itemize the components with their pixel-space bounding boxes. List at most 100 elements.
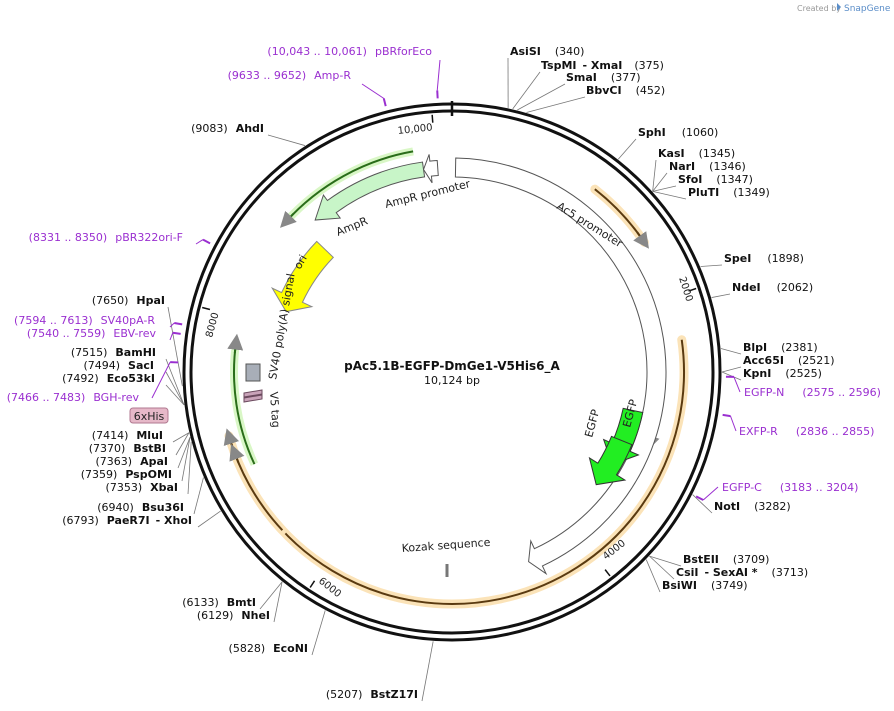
enzyme-leader-16 xyxy=(649,555,675,580)
tick-2000: 2000 xyxy=(676,276,694,304)
enzyme-nhei: (6129)NheI xyxy=(197,609,270,622)
enzymes-right: AsiSI(340) TspMI- XmaI(375) SmaI(377) Bb… xyxy=(510,45,835,592)
enzyme-tspmi: TspMI- XmaI(375) xyxy=(541,59,664,72)
enzyme-kpni: KpnI(2525) xyxy=(743,367,822,380)
enzyme-bsteii: BstEII(3709) xyxy=(683,553,769,566)
primer-bgh-rev: (7466 .. 7483)BGH-rev xyxy=(7,391,140,404)
primer-pbrforeco: (10,043 .. 10,061)pBRforEco xyxy=(267,45,432,58)
credit-brand: SnapGene xyxy=(844,4,891,14)
enzyme-bamhi: (7515)BamHI xyxy=(71,346,156,359)
enzyme-leader-4 xyxy=(617,138,637,160)
enzyme-leader-25 xyxy=(177,437,191,469)
enzyme-leader-15 xyxy=(649,555,682,567)
enzyme-leader-17 xyxy=(645,559,661,593)
enzyme-leader-12 xyxy=(721,366,742,373)
enzyme-leader-23 xyxy=(172,432,190,443)
primer-leader-6 xyxy=(733,376,741,393)
primer-leader-3 xyxy=(169,322,175,328)
enzyme-bstz17i: (5207)BstZ17I xyxy=(326,688,418,701)
enzyme-leader-10 xyxy=(711,293,731,298)
enzyme-leader-2 xyxy=(517,83,566,111)
enzyme-leader-19 xyxy=(167,306,183,387)
tick-mark-1 xyxy=(604,569,611,577)
primers-right: EGFP-N(2575 .. 2596) EXFP-R(2836 .. 2855… xyxy=(722,386,881,494)
enzyme-nari: NarI(1346) xyxy=(669,160,746,173)
ac5-promoter-arrow xyxy=(454,157,667,576)
enzyme-xbai: (7353)XbaI xyxy=(106,481,178,494)
enzyme-leader-3 xyxy=(526,96,586,113)
egfp-arrow-2 xyxy=(588,435,633,486)
enzyme-leader-14 xyxy=(692,494,713,514)
enzyme-leader-33 xyxy=(421,641,434,702)
ampr-promoter-arrow xyxy=(422,154,439,184)
enzyme-leader-30 xyxy=(259,581,283,610)
label-ori: ori xyxy=(291,253,309,272)
enzyme-leader-24 xyxy=(175,432,190,456)
enzyme-bmti: (6133)BmtI xyxy=(182,596,256,609)
tick-mark-2 xyxy=(309,580,316,588)
enzyme-kasi: KasI(1345) xyxy=(658,147,735,160)
enzyme-ahdi: (9083)AhdI xyxy=(191,122,264,135)
primer-amp-r: (9633 .. 9652)Amp-R xyxy=(228,69,352,82)
position-ticks xyxy=(201,101,697,588)
enzyme-leader-29 xyxy=(197,510,221,528)
enzyme-leader-21 xyxy=(165,371,185,406)
orf-ampr-core xyxy=(284,150,414,223)
enzyme-csii: CsiI- SexAI *(3713) xyxy=(676,566,808,579)
enzyme-sfoi: SfoI(1347) xyxy=(678,173,753,186)
enzyme-mlui: (7414)MluI xyxy=(92,429,163,442)
enzyme-bstbi: (7370)BstBI xyxy=(89,442,166,455)
tick-8000: 8000 xyxy=(204,311,221,338)
enzyme-saci: (7494)SacI xyxy=(83,359,154,372)
primer-pbr322ori-f: (8331 .. 8350)pBR322ori-F xyxy=(29,231,183,244)
primer-leader-5 xyxy=(151,361,171,399)
primer-leader-2 xyxy=(195,239,204,245)
sv40-box xyxy=(245,363,261,382)
enzyme-leader-32 xyxy=(311,610,326,656)
primer-mark-8 xyxy=(695,495,704,501)
enzyme-leader-31 xyxy=(273,581,283,623)
his-tag-box: 6xHis xyxy=(129,407,169,424)
primer-leader-0 xyxy=(436,59,441,91)
primer-exfp-r: EXFP-R(2836 .. 2855) xyxy=(739,425,874,438)
enzyme-bsiwi: BsiWI(3749) xyxy=(662,579,748,592)
enzyme-smai: SmaI(377) xyxy=(566,71,641,84)
ampr-arrow xyxy=(314,161,426,221)
orf-ac5-region-head xyxy=(633,231,649,249)
primer-mark-3 xyxy=(174,322,183,326)
tick-mark-3 xyxy=(201,306,211,311)
primer-mark-2 xyxy=(202,238,211,245)
primer-leader-4 xyxy=(169,332,174,341)
feature-arrows xyxy=(243,154,667,577)
enzymes-left: (9083)AhdI (7650)HpaI (7515)BamHI (7494)… xyxy=(62,122,418,701)
enzyme-sphi: SphI(1060) xyxy=(638,126,718,139)
enzyme-leaders xyxy=(151,57,742,702)
enzyme-spei: SpeI(1898) xyxy=(724,252,804,265)
enzyme-leader-5 xyxy=(652,159,657,192)
enzyme-leader-9 xyxy=(700,264,723,267)
orf-sv40-head xyxy=(227,333,244,354)
enzyme-leader-28 xyxy=(193,477,204,515)
tick-10000: 10,000 xyxy=(397,122,433,137)
enzyme-leader-27 xyxy=(187,441,192,495)
label-v5: V5 tag xyxy=(267,391,282,428)
label-sv40: SV40 poly(A) signal xyxy=(266,272,297,380)
primer-egfp-c: EGFP-C(3183 .. 3204) xyxy=(722,481,858,494)
orf-sv40-glow xyxy=(230,341,259,466)
tick-mark-0 xyxy=(688,287,697,292)
enzyme-leader-7 xyxy=(652,185,677,192)
primer-ebv-rev: (7540 .. 7559)EBV-rev xyxy=(27,327,157,340)
enzyme-econi: (5828)EcoNI xyxy=(229,642,308,655)
enzyme-apai: (7363)ApaI xyxy=(96,455,168,468)
primers-left: (10,043 .. 10,061)pBRforEco (9633 .. 965… xyxy=(7,45,433,404)
enzyme-leader-22 xyxy=(165,384,185,406)
tick-mark-4 xyxy=(431,114,434,123)
v5-his-marks xyxy=(243,389,263,403)
enzyme-paer7i: (6793)PaeR7I- XhoI xyxy=(62,514,192,527)
credit-text: Created by xyxy=(797,4,841,13)
enzyme-leader-18 xyxy=(267,134,306,146)
enzyme-acc65i: Acc65I(2521) xyxy=(743,354,835,367)
enzyme-leader-20 xyxy=(165,358,185,406)
enzyme-blpi: BlpI(2381) xyxy=(743,341,818,354)
